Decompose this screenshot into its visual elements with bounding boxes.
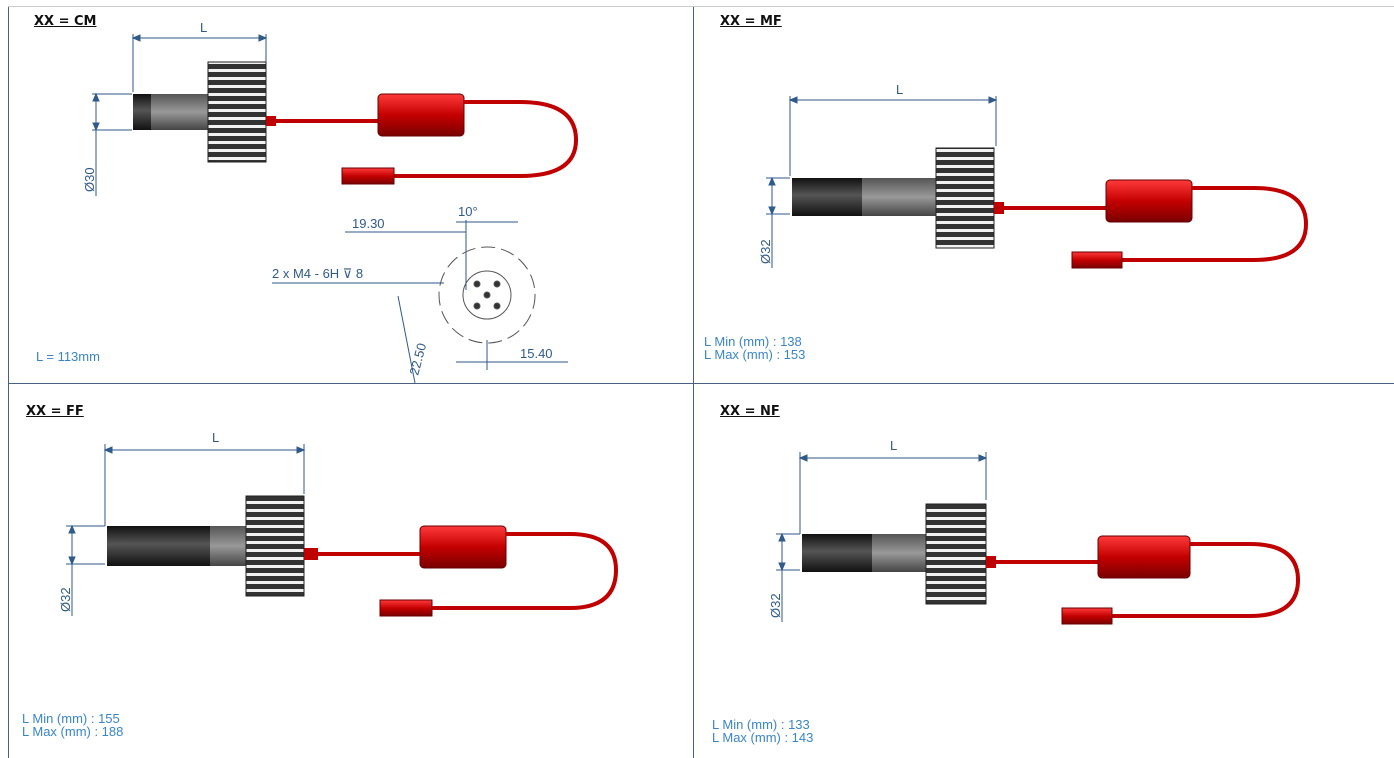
detail-dim-a-label: 19.30 [352, 216, 385, 231]
spec-length-max: L Max (mm) : 153 [704, 347, 806, 362]
lamp-assembly [107, 495, 619, 617]
spec-length-min: L Min (mm) : 133 [712, 717, 810, 732]
panel-title: XX = FF [26, 404, 84, 419]
nf-drawing: L Ø32 [768, 438, 1301, 625]
dimension-length [788, 96, 998, 176]
dimension-length-label: L [212, 430, 219, 445]
grid-top-border [8, 6, 1394, 7]
detail-dim-b-label: 22.50 [406, 341, 429, 376]
ff-drawing: L Ø32 [58, 430, 619, 617]
dimension-length-label: L [890, 438, 897, 453]
grid-left-border [8, 6, 9, 758]
panel-title: XX = CM [34, 14, 97, 29]
spec-length-max: L Max (mm) : 188 [22, 724, 124, 739]
dimension-length [131, 34, 268, 92]
dimension-length-label: L [896, 82, 903, 97]
lamp-assembly [133, 61, 579, 185]
spec-length-min: L Min (mm) : 138 [704, 334, 802, 349]
dimension-length [103, 444, 306, 526]
panel-title: XX = MF [720, 14, 782, 29]
grid-horizontal-divider [8, 383, 1394, 384]
dimension-diameter-label: Ø32 [58, 587, 73, 612]
dimension-diameter-label: Ø32 [758, 239, 773, 264]
lamp-assembly [802, 503, 1301, 625]
heatsink-detail [438, 246, 536, 344]
dimension-length-label: L [200, 20, 207, 35]
grid-vertical-divider [693, 6, 694, 758]
dimension-diameter [92, 92, 132, 196]
dimension-diameter [766, 176, 790, 268]
panel-nf: XX = NF L Ø32 L Min (mm) : 133 L Max (mm [694, 384, 1394, 758]
detail-dim-c-label: 15.40 [520, 346, 553, 361]
dimension-diameter [776, 532, 800, 622]
panel-ff: XX = FF L Ø32 L Min (mm) : 155 L Max (mm [0, 384, 693, 758]
dimension-diameter-label: Ø32 [768, 593, 783, 618]
spec-length-min: L Min (mm) : 155 [22, 711, 120, 726]
lamp-assembly [792, 147, 1309, 269]
dimension-diameter [66, 524, 105, 616]
panel-mf: XX = MF L Ø32 L Min (mm) : 138 L Max (mm [694, 0, 1394, 383]
panel-cm: XX = CM L [0, 0, 693, 384]
panel-title: XX = NF [720, 404, 780, 419]
detail-angle-label: 10° [458, 204, 478, 219]
dimension-diameter-label: Ø30 [82, 167, 97, 192]
detail-thread-label: 2 x M4 - 6H ⊽ 8 [272, 266, 363, 281]
dimension-length [798, 452, 988, 534]
spec-length-max: L Max (mm) : 143 [712, 730, 814, 745]
cm-drawing: L Ø30 [82, 20, 579, 384]
spec-length: L = 113mm [36, 349, 100, 364]
mf-drawing: L Ø32 [758, 82, 1309, 269]
detail-dimensions [272, 220, 568, 384]
